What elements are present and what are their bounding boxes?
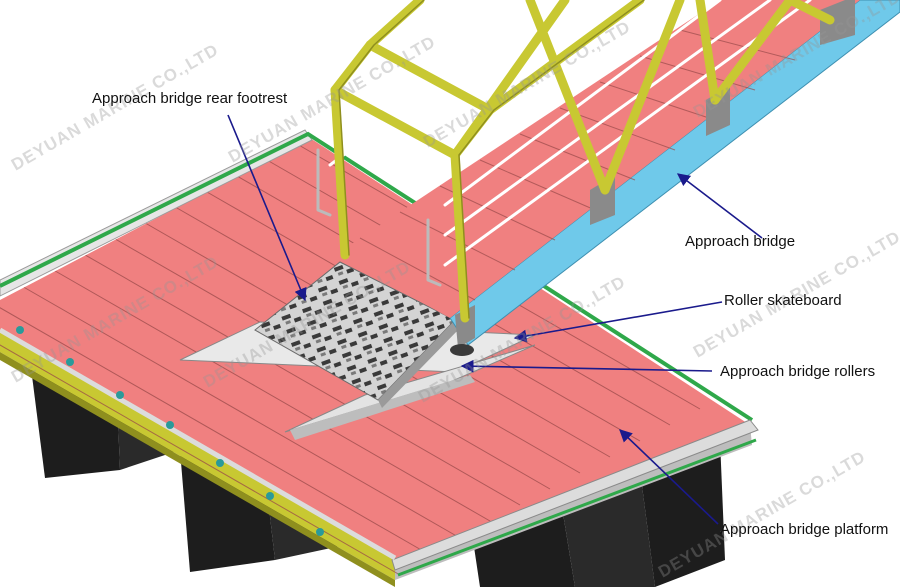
arrow-bridge-rollers <box>460 359 713 373</box>
label-rear-footrest: Approach bridge rear footrest <box>92 90 288 107</box>
annotation-arrows <box>227 114 763 525</box>
arrow-approach-bridge <box>676 173 763 239</box>
arrow-bridge-platform <box>619 429 719 525</box>
deck-edge-trim <box>0 129 759 577</box>
label-approach-bridge: Approach bridge <box>685 233 796 250</box>
arrow-rear-footrest <box>227 114 307 302</box>
bridge-truss <box>316 0 835 323</box>
label-bridge-rollers: Approach bridge rollers <box>720 363 876 380</box>
deck-bolts <box>16 326 324 536</box>
label-bridge-platform: Approach bridge platform <box>720 521 889 538</box>
arrow-roller-skateboard <box>513 301 723 343</box>
label-roller-skateboard: Roller skateboard <box>724 292 842 309</box>
